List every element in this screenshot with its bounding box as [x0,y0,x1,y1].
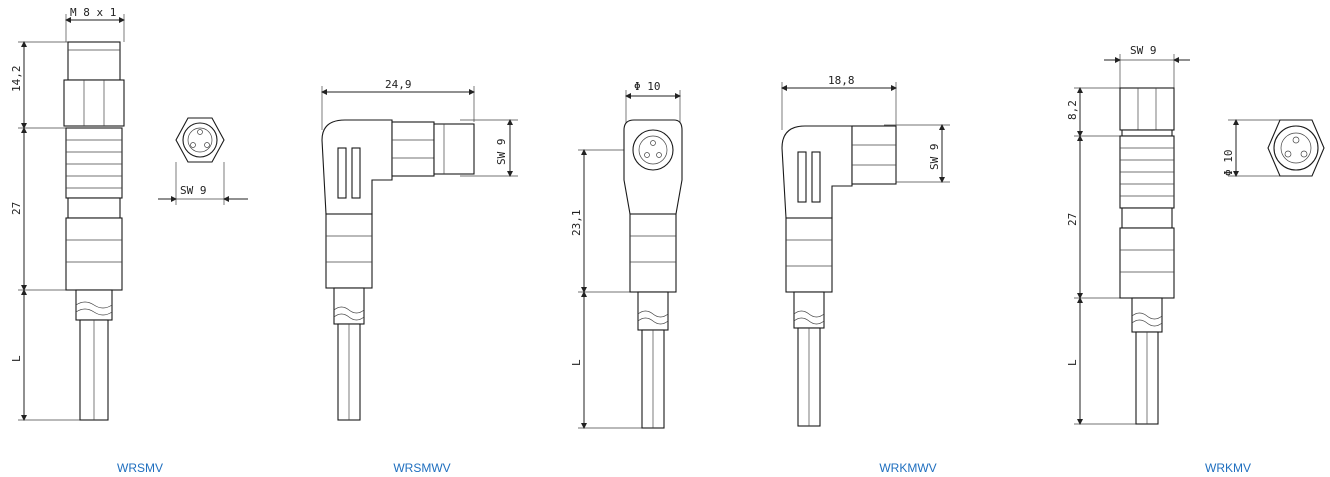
cable-length-label: L [570,359,583,366]
drawing-wrkmv: SW 9 8,2 27 L [1066,44,1325,475]
connector-body [623,119,683,429]
body-length-label: 23,1 [570,210,583,237]
connector-face-view: Φ 10 [1222,119,1325,177]
cable-length-label: L [1066,359,1079,366]
body-length-label: 27 [1066,213,1079,226]
face-width-label: SW 9 [180,184,207,197]
face-width-label: SW 9 [495,139,508,166]
diameter-label: Φ 10 [1222,150,1235,177]
caption-wrkmv: WRKMV [1205,461,1251,475]
caption-wrkmwv: WRKMWV [879,461,936,475]
thread-dimension-label: M 8 x 1 [70,6,116,19]
connector-body [781,125,897,427]
drawing-wrsmv: M 8 x 1 14,2 27 L [10,6,248,475]
diameter-label: Φ 10 [634,80,661,93]
connector-body [321,119,475,421]
caption-wrsmwv: WRSMWV [393,461,450,475]
drawing-wrsmwv: 24,9 SW 9 WRSMWV [321,78,518,475]
connector-body [1119,87,1175,425]
width-label: 24,9 [385,78,412,91]
top-width-label: SW 9 [1130,44,1157,57]
width-label: 18,8 [828,74,855,87]
caption-wrsmv: WRSMV [117,461,163,475]
drawing-angled-female-front: Φ 10 23,1 L [570,80,683,429]
head-length-label: 8,2 [1066,100,1079,120]
body-length-label: 27 [10,202,23,215]
head-length-label: 14,2 [10,66,23,93]
cable-length-label: L [10,355,23,362]
face-width-label: SW 9 [928,144,941,171]
connector-face-view: SW 9 [158,117,248,205]
connector-body [63,41,125,421]
drawing-wrkmwv: 18,8 SW 9 WRKMWV [781,74,950,475]
